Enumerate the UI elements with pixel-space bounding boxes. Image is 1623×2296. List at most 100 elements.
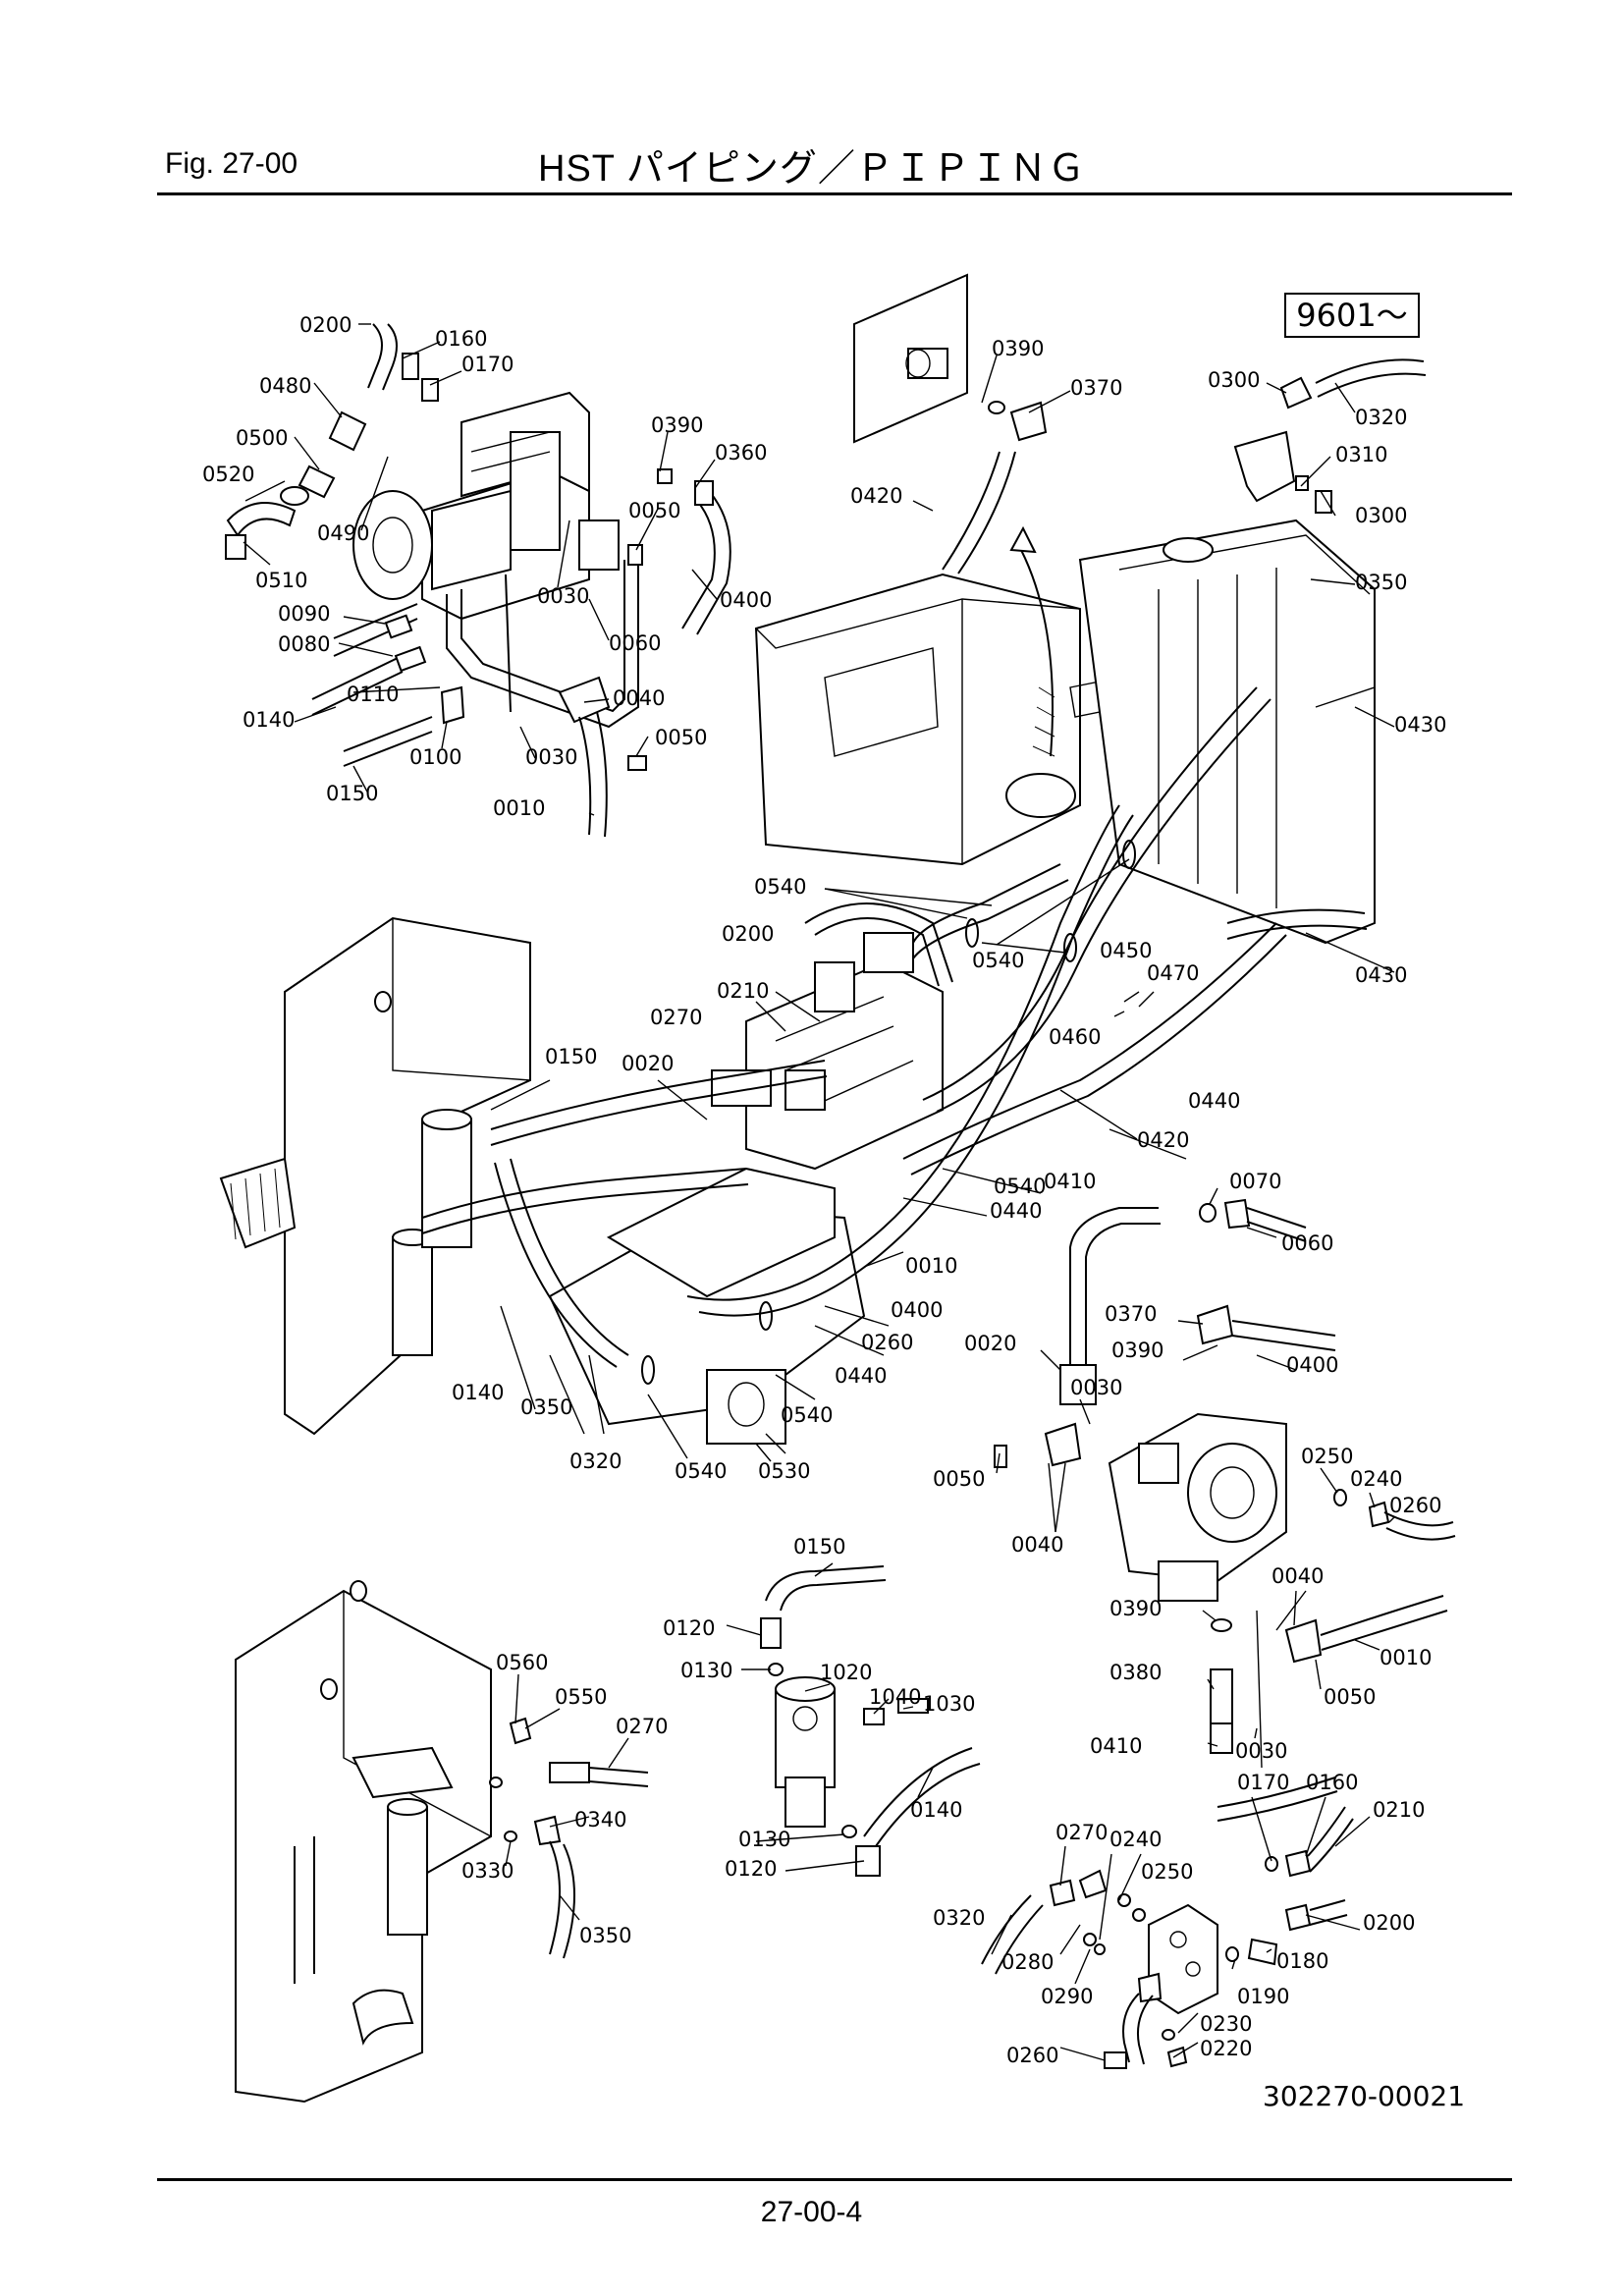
callout-label: 0470: [1147, 961, 1199, 985]
callout-label: 0280: [1001, 1950, 1054, 1974]
callout-label: 0410: [1044, 1170, 1096, 1193]
callout-label: 0390: [1111, 1339, 1163, 1362]
callout-label: 0030: [537, 584, 589, 608]
callout-label: 0260: [1389, 1494, 1441, 1517]
callout-label: 0540: [972, 949, 1024, 972]
callout-label: 0210: [1373, 1798, 1425, 1822]
callout-label: 0540: [994, 1175, 1046, 1198]
callout-label: 0240: [1350, 1467, 1402, 1491]
callout-label: 0040: [1011, 1533, 1063, 1557]
page-title: HST パイピング／ＰＩＰＩＮＧ: [538, 148, 1086, 190]
callout-label: 0430: [1394, 713, 1446, 737]
callout-label: 0330: [461, 1859, 514, 1883]
bracket-detail-top-center: [853, 273, 1048, 574]
callout-label: 0390: [1109, 1597, 1162, 1620]
callout-label: 0140: [452, 1381, 504, 1404]
callout-label: 0370: [1105, 1302, 1157, 1326]
filter-detail-center: [760, 1565, 981, 1877]
callout-label: 0030: [1070, 1376, 1122, 1399]
pump-detail-top-left: [225, 323, 731, 838]
callout-label: 0250: [1141, 1860, 1193, 1884]
callout-label: 0050: [655, 726, 707, 749]
callout-label: 0100: [409, 745, 461, 769]
callout-label: 0360: [715, 441, 767, 465]
callout-label: 0120: [725, 1857, 777, 1881]
callout-label: 0320: [933, 1906, 985, 1930]
callout-label: 0110: [347, 683, 399, 706]
callout-label: 0270: [616, 1715, 668, 1738]
callout-label: 0440: [990, 1199, 1042, 1223]
callout-label: 0140: [910, 1798, 962, 1822]
callout-label: 0480: [259, 374, 311, 398]
callout-label: 0500: [236, 426, 288, 450]
callout-label: 0030: [525, 745, 577, 769]
callout-label: 0400: [891, 1298, 943, 1322]
callout-label: 0350: [1355, 571, 1407, 594]
callout-label: 0010: [905, 1254, 957, 1278]
serial-range-box: 9601～: [1284, 293, 1420, 338]
callout-label: 0550: [555, 1685, 607, 1709]
callout-label: 0200: [722, 922, 774, 946]
callout-label: 0200: [1363, 1911, 1415, 1935]
fitting-detail-top-right: [1233, 358, 1427, 586]
callout-label: 0270: [650, 1006, 702, 1029]
callout-label: 0270: [1055, 1821, 1108, 1844]
callout-label: 0090: [278, 602, 330, 626]
callout-label: 0390: [992, 337, 1044, 360]
callout-label: 0070: [1229, 1170, 1281, 1193]
callout-label: 0160: [1306, 1771, 1358, 1794]
callout-label: 0010: [1380, 1646, 1432, 1669]
callout-label: 0020: [622, 1052, 674, 1075]
callout-label: 0370: [1070, 376, 1122, 400]
callout-label: 0540: [781, 1403, 833, 1427]
pump-detail-right: [994, 1198, 1456, 1769]
callout-label: 0380: [1109, 1661, 1162, 1684]
callout-label: 0020: [964, 1332, 1016, 1355]
callout-label: 0530: [758, 1459, 810, 1483]
callout-label: 0150: [545, 1045, 597, 1068]
callout-label: 0260: [1006, 2044, 1058, 2067]
figure-number: Fig. 27-00: [165, 147, 298, 180]
callout-label: 0230: [1200, 2012, 1252, 2036]
callout-label: 0310: [1335, 443, 1387, 466]
callout-label: 0170: [461, 353, 514, 376]
callout-label: 0210: [717, 979, 769, 1003]
callout-label: 0150: [793, 1535, 845, 1558]
callout-label: 0130: [680, 1659, 732, 1682]
callout-label: 0190: [1237, 1985, 1289, 2008]
callout-label: 0410: [1090, 1734, 1142, 1758]
callout-label: 0320: [1355, 406, 1407, 429]
callout-label: 0200: [299, 313, 352, 337]
callout-label: 0430: [1355, 963, 1407, 987]
callout-label: 0060: [1281, 1231, 1333, 1255]
callout-label: 0140: [243, 708, 295, 732]
callout-label: 1030: [923, 1692, 975, 1716]
callout-label: 1020: [820, 1661, 872, 1684]
callout-label: 0510: [255, 569, 307, 592]
callout-label: 0490: [317, 521, 369, 545]
header-rule: [157, 192, 1512, 195]
drawing-number: 302270-00021: [1263, 2080, 1466, 2112]
callout-label: 0440: [1188, 1089, 1240, 1113]
callout-label: 0340: [574, 1808, 626, 1831]
callout-label: 0350: [579, 1924, 631, 1947]
callout-label: 0040: [613, 686, 665, 710]
callout-label: 0450: [1100, 939, 1152, 962]
callout-label: 0420: [850, 484, 902, 508]
callout-label: 0170: [1237, 1771, 1289, 1794]
main-assembly: [219, 519, 1376, 1445]
callout-label: 0150: [326, 782, 378, 805]
callout-label: 0460: [1049, 1025, 1101, 1049]
callout-label: 0290: [1041, 1985, 1093, 2008]
tank-filter-detail-bottom-left: [235, 1580, 649, 2104]
callout-label: 0320: [569, 1449, 622, 1473]
callout-label: 0050: [1324, 1685, 1376, 1709]
callout-label: 0540: [754, 875, 806, 899]
callout-label: 0390: [651, 413, 703, 437]
callout-label: 0050: [628, 499, 680, 522]
manifold-detail-bottom-right: [981, 1777, 1354, 2069]
callout-label: 0220: [1200, 2037, 1252, 2060]
callout-label: 0040: [1271, 1564, 1324, 1588]
callout-label: 0400: [720, 588, 772, 612]
